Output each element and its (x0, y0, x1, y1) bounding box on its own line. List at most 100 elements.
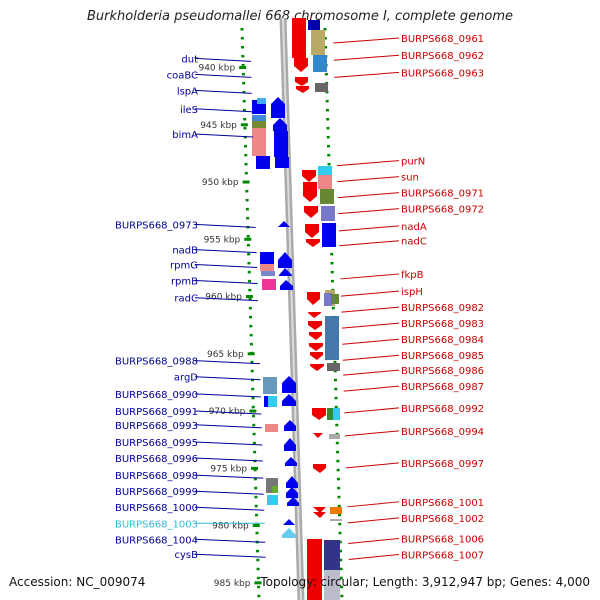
gene-block-0992 (312, 408, 340, 473)
reverse-callout-line (340, 273, 400, 280)
backbone (279, 17, 305, 600)
reverse-callout-line (333, 54, 400, 61)
forward-gene-label[interactable]: BURPS668_0995 (115, 438, 198, 449)
forward-callout-line (194, 424, 262, 429)
forward-callout-line (194, 73, 252, 78)
gene-arrows-1004 (282, 519, 296, 538)
gene-block-argD (263, 376, 296, 407)
reverse-callout-line (339, 240, 400, 247)
forward-gene-labels: dut coaBC lspA ileS bimA BURPS668_0973 nadB rpm… (115, 54, 266, 561)
forward-gene-label[interactable]: BURPS668_1003 (115, 519, 198, 530)
topology-label: Topology: circular; Length: 3,912,947 bp… (260, 575, 590, 589)
gene-arrows-ileS (271, 97, 289, 168)
scale-tick-label: 950 kbp (202, 178, 239, 188)
scale-tick-label: 965 kbp (207, 350, 244, 360)
reverse-gene-label[interactable]: BURPS668_1006 (401, 534, 484, 545)
gene-block-1001 (307, 507, 342, 600)
reverse-callout-line (340, 290, 400, 297)
reverse-gene-label[interactable]: BURPS668_0997 (401, 459, 484, 470)
forward-callout-line (194, 410, 262, 415)
forward-callout-line (194, 376, 261, 381)
forward-gene-label[interactable]: BURPS668_0999 (115, 487, 198, 498)
reverse-gene-label[interactable]: BURPS668_0963 (401, 68, 484, 79)
reverse-gene-label[interactable]: BURPS668_0987 (401, 382, 484, 393)
forward-gene-label[interactable]: rpmB (171, 277, 198, 288)
gene-block-0993 (265, 424, 278, 432)
reverse-callout-line (341, 306, 400, 313)
forward-callout-line (194, 280, 258, 285)
reverse-callout-line (341, 322, 400, 329)
reverse-gene-label[interactable]: BURPS668_1001 (401, 498, 484, 509)
gene-block-fkpB (307, 290, 340, 371)
reverse-gene-label[interactable]: ispH (401, 287, 423, 298)
reverse-callout-line (343, 385, 400, 392)
reverse-callout-line (347, 501, 400, 508)
reverse-callout-line (348, 537, 400, 544)
forward-gene-label[interactable]: coaBC (167, 70, 198, 81)
reverse-gene-label[interactable]: BURPS668_0994 (401, 427, 484, 438)
reverse-gene-label[interactable]: BURPS668_0971 (401, 189, 484, 200)
forward-gene-label[interactable]: BURPS668_0993 (115, 421, 198, 432)
forward-callout-line (194, 441, 263, 446)
reverse-gene-label[interactable]: fkpB (401, 270, 424, 281)
scale-tick-label: 980 kbp (212, 522, 249, 532)
forward-gene-label[interactable]: BURPS668_1004 (115, 535, 198, 546)
reverse-gene-label[interactable]: BURPS668_1002 (401, 514, 484, 525)
forward-gene-label[interactable]: BURPS668_0988 (115, 357, 198, 368)
forward-callout-line (194, 297, 259, 302)
forward-callout-line (194, 108, 253, 113)
gene-block-nadB (260, 252, 293, 290)
reverse-callout-line (338, 208, 400, 215)
forward-gene-label[interactable]: rpmG (170, 260, 198, 271)
scale-tick-label: 945 kbp (200, 121, 237, 131)
gene-block-purN (302, 166, 336, 247)
reverse-gene-label[interactable]: BURPS668_0983 (401, 319, 484, 330)
reverse-callout-line (336, 160, 400, 167)
forward-gene-label[interactable]: lspA (177, 86, 198, 97)
forward-gene-label[interactable]: BURPS668_0991 (115, 407, 198, 418)
reverse-gene-label[interactable]: BURPS668_0992 (401, 404, 484, 415)
forward-callout-line (194, 457, 263, 462)
reverse-gene-label[interactable]: BURPS668_0984 (401, 335, 484, 346)
forward-gene-label[interactable]: nadB (172, 246, 198, 257)
forward-gene-label[interactable]: cysB (175, 550, 199, 561)
reverse-gene-label[interactable]: BURPS668_0972 (401, 205, 484, 216)
scale-tick-label: 940 kbp (198, 64, 235, 74)
forward-callout-line (194, 553, 266, 558)
forward-gene-label[interactable]: dut (181, 54, 198, 65)
forward-gene-label[interactable]: ileS (180, 105, 198, 116)
reverse-gene-label[interactable]: sun (401, 173, 419, 184)
gene-block-dut (252, 98, 270, 169)
forward-gene-label[interactable]: argD (174, 373, 198, 384)
forward-gene-label[interactable]: BURPS668_0973 (115, 220, 198, 231)
reverse-callout-line (342, 354, 400, 361)
gene-block-0998 (266, 476, 299, 506)
reverse-gene-label[interactable]: BURPS668_0986 (401, 366, 484, 377)
reverse-callout-line (345, 462, 400, 469)
reverse-gene-label[interactable]: BURPS668_0962 (401, 51, 484, 62)
forward-callout-line (194, 474, 264, 479)
reverse-gene-label[interactable]: BURPS668_0982 (401, 303, 484, 314)
reverse-gene-label[interactable]: nadA (401, 222, 427, 233)
forward-gene-label[interactable]: BURPS668_0990 (115, 390, 198, 401)
reverse-gene-label[interactable]: BURPS668_0985 (401, 351, 484, 362)
forward-callout-line (194, 223, 256, 228)
forward-gene-label[interactable]: radC (174, 294, 198, 305)
gene-arrows-0995 (284, 420, 297, 466)
reverse-gene-label[interactable]: BURPS668_1007 (401, 550, 484, 561)
reverse-gene-label[interactable]: BURPS668_0961 (401, 34, 484, 45)
forward-callout-line (194, 89, 252, 94)
map-title: Burkholderia pseudomallei 668 chromosome… (86, 9, 514, 24)
forward-gene-label[interactable]: BURPS668_0998 (115, 471, 198, 482)
forward-gene-label[interactable]: BURPS668_1000 (115, 503, 198, 514)
forward-gene-label[interactable]: bimA (172, 130, 198, 141)
gene-block-0961 (292, 18, 328, 93)
gene-arrow-0973 (278, 221, 290, 227)
reverse-gene-label[interactable]: nadC (401, 237, 427, 248)
reverse-callout-line (344, 407, 400, 414)
reverse-gene-label[interactable]: purN (401, 157, 425, 168)
reverse-callout-line (347, 517, 400, 524)
forward-callout-line (194, 393, 261, 398)
forward-gene-label[interactable]: BURPS668_0996 (115, 454, 198, 465)
